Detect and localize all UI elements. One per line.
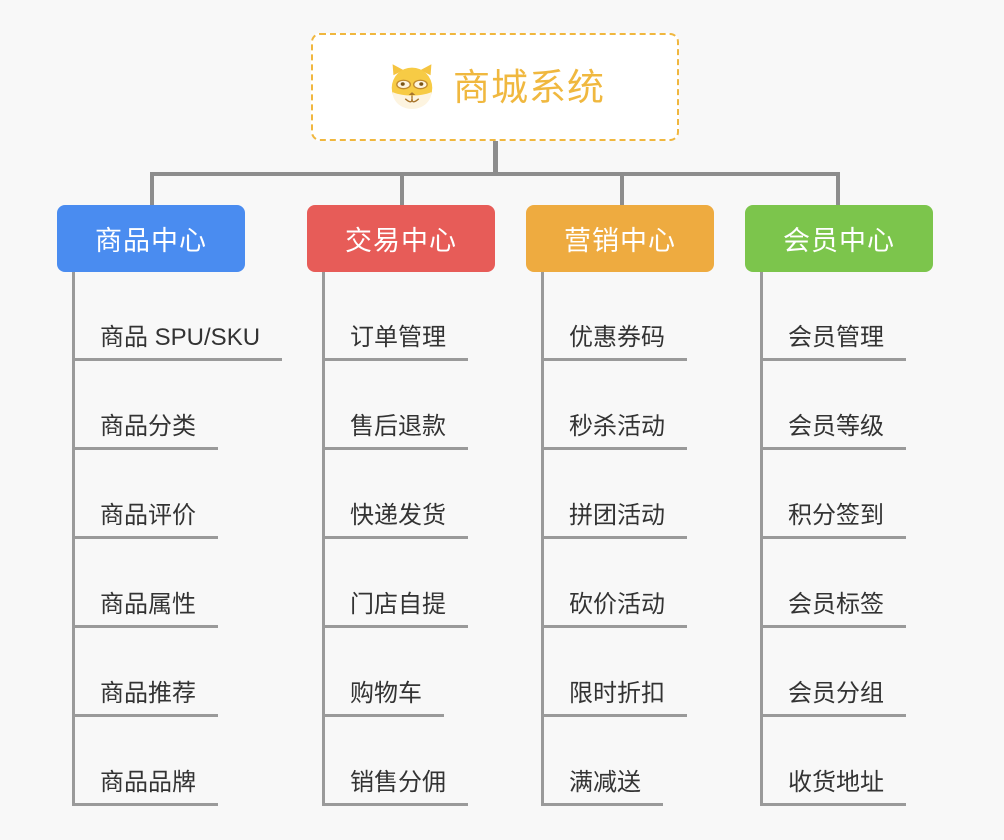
leaf-label: 商品分类 bbox=[100, 412, 196, 440]
list-item[interactable]: 商品品牌 bbox=[72, 717, 245, 806]
column-spine bbox=[760, 272, 763, 806]
leaf-label: 秒杀活动 bbox=[569, 412, 665, 440]
branch-column-2: 交易中心 订单管理 售后退款 快递发货 门店自提 购物车 销售分佣 bbox=[307, 205, 495, 806]
leaf-label: 优惠券码 bbox=[569, 323, 665, 351]
list-item[interactable]: 会员标签 bbox=[760, 539, 933, 628]
list-item[interactable]: 商品推荐 bbox=[72, 628, 245, 717]
leaf-label: 售后退款 bbox=[350, 412, 446, 440]
leaf-label: 订单管理 bbox=[350, 323, 446, 351]
leaf-list-1: 商品 SPU/SKU 商品分类 商品评价 商品属性 商品推荐 商品品牌 bbox=[57, 272, 283, 806]
leaf-label: 会员分组 bbox=[788, 679, 884, 707]
leaf-label: 商品 SPU/SKU bbox=[100, 323, 261, 351]
drop-connector-4 bbox=[836, 172, 840, 209]
list-item[interactable]: 售后退款 bbox=[322, 361, 495, 450]
category-header-label: 营销中心 bbox=[564, 226, 676, 256]
leaf-label: 商品推荐 bbox=[100, 679, 196, 707]
list-item[interactable]: 门店自提 bbox=[322, 539, 495, 628]
shiba-dog-mascot-icon bbox=[391, 64, 433, 109]
drop-connector-1 bbox=[150, 172, 154, 209]
list-item[interactable]: 满减送 bbox=[541, 717, 714, 806]
list-item[interactable]: 商品属性 bbox=[72, 539, 245, 628]
leaf-label: 会员管理 bbox=[788, 323, 884, 351]
column-spine bbox=[72, 272, 75, 806]
category-header-label: 交易中心 bbox=[345, 226, 457, 256]
list-item[interactable]: 积分签到 bbox=[760, 450, 933, 539]
category-header-1[interactable]: 商品中心 bbox=[57, 205, 245, 272]
root-node[interactable]: 商城系统 bbox=[311, 33, 679, 141]
leaf-list-2: 订单管理 售后退款 快递发货 门店自提 购物车 销售分佣 bbox=[307, 272, 495, 806]
category-header-2[interactable]: 交易中心 bbox=[307, 205, 495, 272]
category-header-label: 商品中心 bbox=[95, 226, 207, 256]
list-item[interactable]: 订单管理 bbox=[322, 272, 495, 361]
list-item[interactable]: 秒杀活动 bbox=[541, 361, 714, 450]
category-header-3[interactable]: 营销中心 bbox=[526, 205, 714, 272]
branch-column-1: 商品中心 商品 SPU/SKU 商品分类 商品评价 商品属性 商品推荐 商品品牌 bbox=[57, 205, 283, 806]
list-item[interactable]: 优惠券码 bbox=[541, 272, 714, 361]
category-header-label: 会员中心 bbox=[783, 226, 895, 256]
list-item[interactable]: 限时折扣 bbox=[541, 628, 714, 717]
leaf-list-4: 会员管理 会员等级 积分签到 会员标签 会员分组 收货地址 bbox=[745, 272, 933, 806]
list-item[interactable]: 购物车 bbox=[322, 628, 495, 717]
list-item[interactable]: 会员等级 bbox=[760, 361, 933, 450]
leaf-label: 限时折扣 bbox=[569, 679, 665, 707]
leaf-label: 快递发货 bbox=[350, 501, 446, 529]
leaf-label: 销售分佣 bbox=[350, 768, 446, 796]
leaf-label: 积分签到 bbox=[788, 501, 884, 529]
branch-column-4: 会员中心 会员管理 会员等级 积分签到 会员标签 会员分组 收货地址 bbox=[745, 205, 933, 806]
leaf-label: 砍价活动 bbox=[569, 590, 665, 618]
leaf-list-3: 优惠券码 秒杀活动 拼团活动 砍价活动 限时折扣 满减送 bbox=[526, 272, 714, 806]
root-stem-connector bbox=[493, 141, 498, 175]
list-item[interactable]: 会员管理 bbox=[760, 272, 933, 361]
drop-connector-3 bbox=[620, 172, 624, 209]
horizontal-bus-connector bbox=[150, 172, 840, 176]
leaf-label: 满减送 bbox=[569, 768, 641, 796]
root-title: 商城系统 bbox=[453, 66, 605, 108]
list-item[interactable]: 商品 SPU/SKU bbox=[72, 272, 283, 361]
list-item[interactable]: 收货地址 bbox=[760, 717, 933, 806]
leaf-label: 会员等级 bbox=[788, 412, 884, 440]
leaf-label: 购物车 bbox=[350, 679, 422, 707]
leaf-label: 收货地址 bbox=[788, 768, 884, 796]
list-item[interactable]: 快递发货 bbox=[322, 450, 495, 539]
list-item[interactable]: 拼团活动 bbox=[541, 450, 714, 539]
list-item[interactable]: 商品评价 bbox=[72, 450, 245, 539]
drop-connector-2 bbox=[400, 172, 404, 209]
column-spine bbox=[541, 272, 544, 806]
list-item[interactable]: 砍价活动 bbox=[541, 539, 714, 628]
list-item[interactable]: 销售分佣 bbox=[322, 717, 495, 806]
list-item[interactable]: 会员分组 bbox=[760, 628, 933, 717]
column-spine bbox=[322, 272, 325, 806]
leaf-label: 拼团活动 bbox=[569, 501, 665, 529]
leaf-label: 商品品牌 bbox=[100, 768, 196, 796]
leaf-label: 商品属性 bbox=[100, 590, 196, 618]
list-item[interactable]: 商品分类 bbox=[72, 361, 245, 450]
branch-column-3: 营销中心 优惠券码 秒杀活动 拼团活动 砍价活动 限时折扣 满减送 bbox=[526, 205, 714, 806]
leaf-label: 门店自提 bbox=[350, 590, 446, 618]
category-header-4[interactable]: 会员中心 bbox=[745, 205, 933, 272]
leaf-label: 商品评价 bbox=[100, 501, 196, 529]
leaf-label: 会员标签 bbox=[788, 590, 884, 618]
